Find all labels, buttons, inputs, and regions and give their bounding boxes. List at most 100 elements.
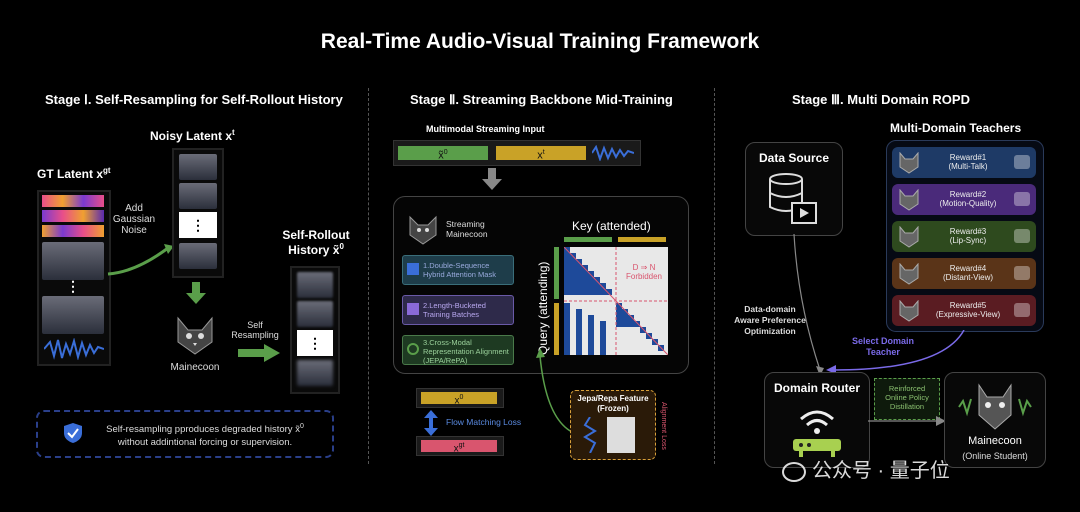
student-cat-icon [958, 383, 1032, 430]
database-video-icon [769, 173, 817, 224]
reward-name: Reward#4 [949, 264, 987, 273]
domain-router-label: Domain Router [773, 381, 860, 395]
jepa-feature-box: Jepa/Repa Feature(Frozen) [570, 390, 656, 460]
data-flow-arrow-icon [793, 234, 824, 376]
query-bar-gold [554, 303, 559, 355]
reward-desc: (Motion-Quality) [939, 199, 997, 208]
distill-arrow-icon [868, 416, 946, 426]
flow-loss-label: Flow Matching Loss [446, 417, 522, 427]
layers-icon [407, 303, 419, 315]
reward-domain-icon [1014, 266, 1030, 280]
input-xt-block: xt [496, 146, 586, 162]
reward-label: Reward#5(Expressive-View) [926, 301, 1010, 319]
input-label: Multimodal Streaming Input [426, 124, 545, 134]
attention-mask-matrix [564, 247, 668, 355]
self-rollout-strip: ⋮ [290, 266, 340, 394]
item-hybrid-mask: 1.Double-Sequence Hybrid Attention Mask [402, 255, 514, 285]
reward-label: Reward#3(Lip-Sync) [926, 227, 1010, 245]
stage1-title: Stage Ⅰ. Self-Resampling for Self-Rollou… [45, 92, 343, 107]
teacher-cat-icon [899, 189, 919, 211]
audio-wave-icon [44, 338, 104, 360]
cycle-icon [407, 343, 419, 355]
alignment-loss-label: Alignment Loss [660, 402, 667, 450]
jepa-film-icon [607, 417, 635, 453]
item-length-bucketed: 2.Length-Bucketed Training Batches [402, 295, 514, 325]
shield-check-icon [64, 423, 82, 443]
reward-row: Reward#4(Distant-View) [892, 258, 1036, 289]
reward-row: Reward#1(Multi-Talk) [892, 147, 1036, 178]
stage-divider-1 [368, 88, 369, 464]
reward-label: Reward#4(Distant-View) [926, 264, 1010, 282]
wechat-icon [782, 461, 806, 482]
watermark: 公众号 · 量子位 [782, 454, 950, 483]
streaming-cat-icon [409, 215, 437, 245]
noisy-frame-3 [179, 243, 217, 269]
output-x0-container: x0 [416, 388, 504, 408]
teachers-container: Reward#1(Multi-Talk) Reward#2(Motion-Qual… [886, 140, 1044, 332]
down-arrow-icon [186, 282, 206, 304]
reward-domain-icon [1014, 303, 1030, 317]
student-sublabel: (Online Student) [962, 451, 1028, 461]
stage2-title: Stage Ⅱ. Streaming Backbone Mid-Training [410, 92, 673, 107]
data-source-label: Data Source [758, 151, 830, 165]
video-frame-1 [42, 242, 104, 280]
reward-desc: (Distant-View) [942, 273, 994, 282]
spectrogram-1 [42, 195, 104, 207]
rollout-frame-2 [297, 301, 333, 327]
gt-latent-label: GT Latent xgt [37, 166, 111, 181]
teachers-title: Multi-Domain Teachers [890, 121, 1022, 135]
stage3-title: Stage Ⅲ. Multi Domain ROPD [792, 92, 970, 107]
page-title: Real-Time Audio-Visual Training Framewor… [320, 30, 760, 53]
mainecoon-label: Mainecoon [170, 362, 220, 373]
self-rollout-label: Self-Rollout History x̃0 [282, 228, 350, 257]
router-icon [793, 410, 841, 457]
noisy-frame-2 [179, 183, 217, 209]
spectrogram-3 [42, 225, 104, 237]
gt-latent-strip: ⋮ [37, 190, 111, 366]
output-xgt-block: xgt [421, 440, 497, 454]
item-cross-modal: 3.Cross-Modal Representation Alignment (… [402, 335, 514, 365]
reward-row: Reward#5(Expressive-View) [892, 295, 1036, 326]
data-source-box: Data Source [745, 142, 843, 236]
right-arrow-icon [238, 344, 280, 362]
jepa-wave-icon [583, 417, 597, 453]
rollout-frame-1 [297, 272, 333, 298]
noisy-latent-strip: ⋮ [172, 148, 224, 278]
noisy-latent-label: Noisy Latent xt [150, 128, 235, 143]
video-frame-2 [42, 296, 104, 334]
key-bar-gold [618, 237, 666, 242]
reward-row: Reward#3(Lip-Sync) [892, 221, 1036, 252]
ellipsis: ⋮ [66, 278, 80, 294]
noise-arrow-icon [107, 244, 174, 276]
grid-icon [407, 263, 419, 275]
reward-name: Reward#1 [949, 153, 987, 162]
updown-arrow-icon [424, 410, 438, 436]
input-audio-wave-icon [592, 145, 634, 161]
input-x0-block: x̃0 [398, 146, 488, 162]
query-label: Query (attending) [536, 261, 550, 355]
teacher-cat-icon [899, 226, 919, 248]
noisy-frame-blank: ⋮ [179, 212, 217, 238]
teacher-cat-icon [899, 263, 919, 285]
jepa-label: Jepa/Repa Feature(Frozen) [577, 394, 649, 413]
reward-domain-icon [1014, 155, 1030, 169]
reward-label: Reward#2(Motion-Quality) [926, 190, 1010, 208]
teacher-cat-icon [899, 300, 919, 322]
rollout-frame-blank: ⋮ [297, 330, 333, 356]
student-label: Mainecoon [968, 435, 1022, 447]
reward-desc: (Expressive-View) [935, 310, 1001, 319]
reward-label: Reward#1(Multi-Talk) [926, 153, 1010, 171]
alignment-arrow-icon [536, 348, 573, 433]
streaming-input-bar: x̃0 xt [393, 140, 641, 166]
teacher-cat-icon [899, 152, 919, 174]
key-label: Key (attended) [572, 219, 651, 233]
reward-row: Reward#2(Motion-Quality) [892, 184, 1036, 215]
note-box: Self-resampling pproduces degraded histo… [36, 410, 334, 458]
